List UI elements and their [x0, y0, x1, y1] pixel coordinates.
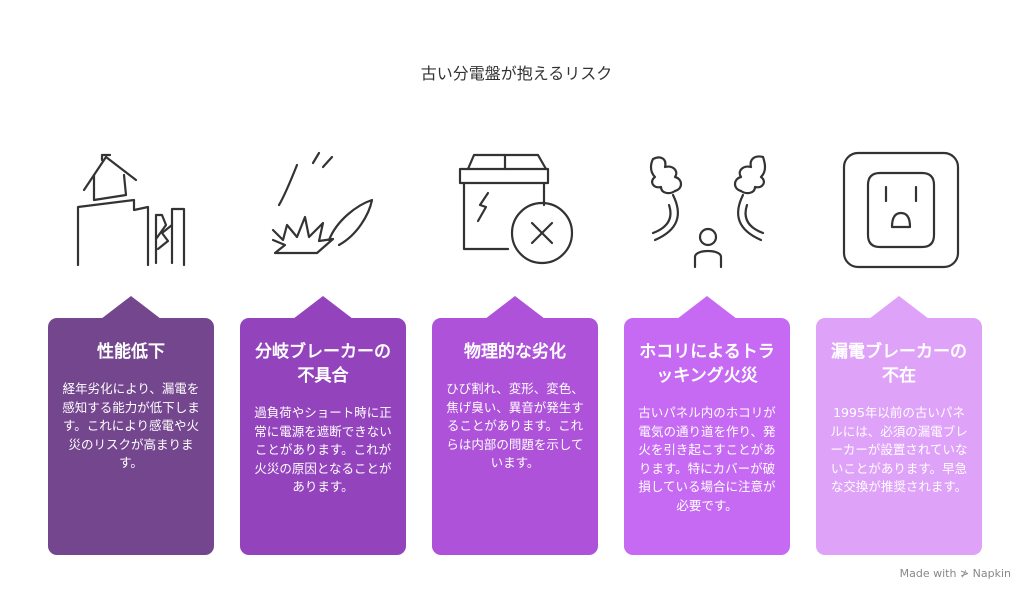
- card-body: 経年劣化により、漏電を感知する能力が低下します。これにより感電や火災のリスクが高…: [62, 381, 200, 470]
- page-title: 古い分電盤が抱えるリスク: [420, 64, 613, 83]
- card-pointer: [677, 296, 737, 319]
- card-title: 漏電ブレーカーの不在: [831, 342, 967, 386]
- card-body: 古いパネル内のホコリが電気の通り道を作り、発火を引き起こすことがあります。特にカ…: [638, 405, 776, 513]
- outlet-icon: [836, 145, 966, 275]
- card-pointer: [101, 296, 161, 319]
- card-pointer: [869, 296, 929, 319]
- card-title: 分岐ブレーカーの不具合: [255, 342, 391, 386]
- card-body: 過負荷やショート時に正常に電源を遮断できないことがあります。これが火災の原因とな…: [254, 405, 392, 494]
- card-title: ホコリによるトラッキング火災: [639, 342, 775, 386]
- card-physical-deterioration: 物理的な劣化 ひび割れ、変形、変色、焦げ臭い、異音が発生することがあります。これ…: [432, 296, 598, 555]
- damaged-box-icon: [450, 145, 580, 275]
- card-no-earth-leakage-breaker: 漏電ブレーカーの不在 1995年以前の古いパネルには、必須の漏電ブレーカーが設置…: [816, 296, 982, 555]
- card-title: 性能低下: [97, 342, 165, 362]
- collapsing-house-icon: [64, 145, 194, 275]
- card-pointer: [293, 296, 353, 319]
- card-performance-decline: 性能低下 経年劣化により、漏電を感知する能力が低下します。これにより感電や火災の…: [48, 296, 214, 555]
- smoke-person-icon: [643, 145, 773, 275]
- card-tracking-fire: ホコリによるトラッキング火災 古いパネル内のホコリが電気の通り道を作り、発火を引…: [624, 296, 790, 555]
- card-branch-breaker-failure: 分岐ブレーカーの不具合 過負荷やショート時に正常に電源を遮断できないことがありま…: [240, 296, 406, 555]
- spark-icon: [257, 145, 387, 275]
- card-title: 物理的な劣化: [464, 342, 566, 362]
- card-body: 1995年以前の古いパネルには、必須の漏電ブレーカーが設置されていないことがあり…: [830, 405, 968, 494]
- card-pointer: [485, 296, 545, 319]
- card-body: ひび割れ、変形、変色、焦げ臭い、異音が発生することがあります。これらは内部の問題…: [446, 381, 584, 470]
- napkin-watermark: Made with ≯ Napkin: [899, 567, 1011, 580]
